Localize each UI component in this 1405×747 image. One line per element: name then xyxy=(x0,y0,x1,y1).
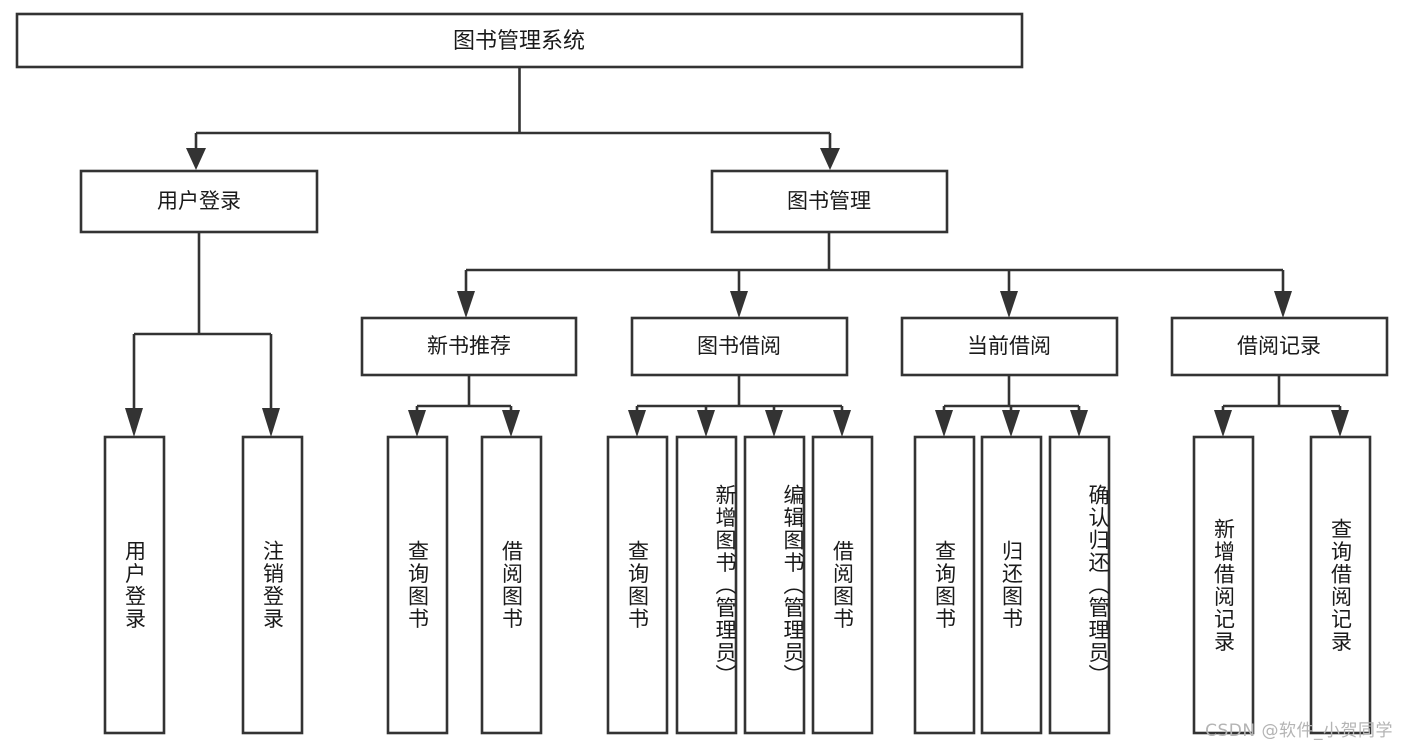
arrow-head-leaf-user-login xyxy=(125,408,143,437)
node-current-borrow-label: 当前借阅 xyxy=(967,334,1051,358)
arrow-head-leaf-query-record xyxy=(1331,410,1349,437)
node-book-manage-label: 图书管理 xyxy=(787,189,871,213)
arrow-head-leaf-add-record xyxy=(1214,410,1232,437)
arrow-head-leaf-query-book-3 xyxy=(935,410,953,437)
node-book-borrow-label: 图书借阅 xyxy=(697,334,781,358)
node-current-borrow-box[interactable] xyxy=(900,316,1119,377)
arrow-head-leaf-return-book xyxy=(1002,410,1020,437)
node-new-book-rec-label: 新书推荐 xyxy=(427,334,511,358)
watermark-text: CSDN @软件_小贺同学 xyxy=(1205,721,1393,741)
node-book-manage-box[interactable] xyxy=(710,169,949,234)
arrow-head-new-book-rec xyxy=(457,291,475,318)
node-root-box[interactable] xyxy=(15,12,1024,69)
arrow-head-leaf-query-book-1 xyxy=(408,410,426,437)
node-user-login-label: 用户登录 xyxy=(157,189,241,213)
node-borrow-record[interactable]: 借阅记录 xyxy=(1170,316,1389,377)
arrow-head-leaf-user-logout xyxy=(262,408,280,437)
node-leaf-borrow-book-2-box[interactable] xyxy=(811,435,874,735)
arrow-head-book-manage xyxy=(820,148,840,170)
node-leaf-query-book-3-box[interactable] xyxy=(913,435,976,735)
arrow-head-leaf-borrow-book-2 xyxy=(833,410,851,437)
node-leaf-query-book-1-box[interactable] xyxy=(386,435,449,735)
node-leaf-edit-book-box[interactable] xyxy=(743,435,806,735)
arrow-head-leaf-borrow-book-1 xyxy=(502,410,520,437)
node-leaf-confirm-return-box[interactable] xyxy=(1048,435,1111,735)
node-borrow-record-label: 借阅记录 xyxy=(1237,334,1321,358)
node-leaf-add-record-box[interactable] xyxy=(1192,435,1255,735)
node-book-manage[interactable]: 图书管理 xyxy=(710,169,949,234)
node-borrow-record-box[interactable] xyxy=(1170,316,1389,377)
node-leaf-user-login-box[interactable] xyxy=(103,435,166,735)
arrow-head-borrow-record xyxy=(1274,291,1292,318)
node-leaf-query-book-2-box[interactable] xyxy=(606,435,669,735)
node-new-book-rec[interactable]: 新书推荐 xyxy=(360,316,578,377)
arrow-head-book-borrow xyxy=(730,291,748,318)
node-current-borrow[interactable]: 当前借阅 xyxy=(900,316,1119,377)
node-leaf-return-book-box[interactable] xyxy=(980,435,1043,735)
node-new-book-rec-box[interactable] xyxy=(360,316,578,377)
node-root[interactable]: 图书管理系统 xyxy=(15,12,1024,69)
node-leaf-query-record-box[interactable] xyxy=(1309,435,1372,735)
arrow-head-current-borrow xyxy=(1000,291,1018,318)
node-leaf-add-book-box[interactable] xyxy=(675,435,738,735)
arrow-head-leaf-query-book-2 xyxy=(628,410,646,437)
arrow-head-leaf-edit-book xyxy=(765,410,783,437)
arrow-head-user-login xyxy=(186,148,206,170)
arrow-head-leaf-confirm-return xyxy=(1070,410,1088,437)
node-book-borrow-box[interactable] xyxy=(630,316,849,377)
arrow-head-leaf-add-book xyxy=(697,410,715,437)
node-root-label: 图书管理系统 xyxy=(453,29,585,54)
node-leaf-user-logout-box[interactable] xyxy=(241,435,304,735)
node-leaf-borrow-book-1-box[interactable] xyxy=(480,435,543,735)
node-user-login[interactable]: 用户登录 xyxy=(79,169,319,234)
node-book-borrow[interactable]: 图书借阅 xyxy=(630,316,849,377)
